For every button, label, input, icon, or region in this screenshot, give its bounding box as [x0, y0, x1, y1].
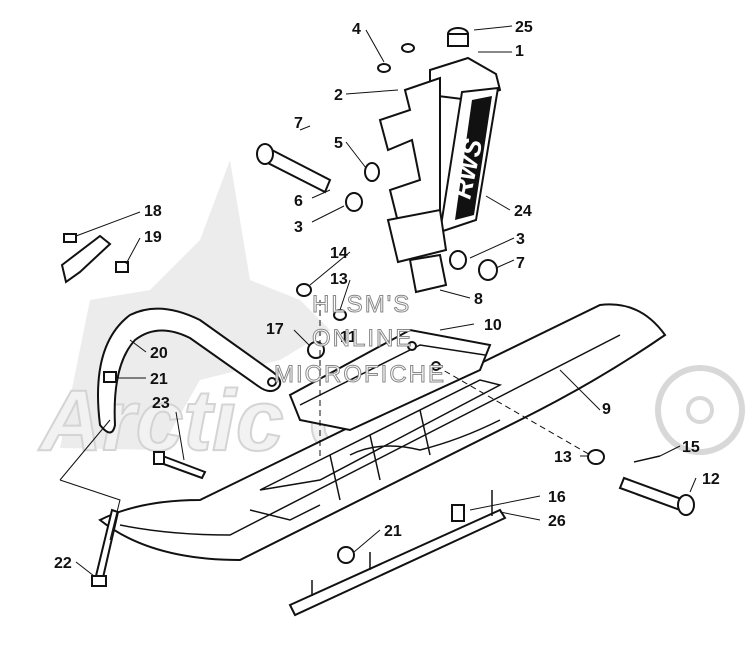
callout-20: 20	[150, 345, 168, 362]
callout-21b: 21	[384, 523, 402, 540]
watermark-line-2: ONLINE	[312, 325, 413, 352]
callout-25: 25	[515, 19, 533, 36]
watermark-line-3: MICROFICHE	[274, 361, 446, 388]
callout-10: 10	[484, 317, 502, 334]
callout-3: 3	[294, 219, 303, 236]
callout-7: 7	[294, 115, 303, 132]
callout-24: 24	[514, 203, 532, 220]
callout-23: 23	[152, 395, 170, 412]
callout-2: 2	[334, 87, 343, 104]
bracket	[60, 233, 129, 284]
callout-6: 6	[294, 193, 303, 210]
bolts	[91, 449, 695, 587]
callout-13: 13	[554, 449, 572, 466]
callout-5: 5	[334, 135, 343, 152]
callout-4: 4	[352, 21, 361, 38]
watermark-line-1: HLSM'S	[312, 291, 411, 318]
callout-21: 21	[150, 371, 168, 388]
callout-8: 8	[474, 291, 483, 308]
callout-18: 18	[144, 203, 162, 220]
ski-handle	[97, 307, 282, 434]
callout-7b: 7	[516, 255, 525, 272]
leader-lines	[59, 25, 697, 577]
callout-14: 14	[330, 245, 348, 262]
callout-22: 22	[54, 555, 72, 572]
callout-17: 17	[266, 321, 284, 338]
callout-16: 16	[548, 489, 566, 506]
callout-26: 26	[548, 513, 566, 530]
callout-9: 9	[602, 401, 611, 418]
spindle: RWS	[378, 27, 502, 264]
callout-19: 19	[144, 229, 162, 246]
callout-11: 11	[340, 329, 357, 346]
callout-3b: 3	[516, 231, 525, 248]
bushings	[256, 43, 498, 359]
wear-bar	[288, 490, 507, 617]
watermark-text: HLSM'S ONLINE MICROFICHE	[274, 291, 446, 389]
callout-13b: 13	[330, 271, 348, 288]
callout-15: 15	[682, 439, 700, 456]
callouts: 1 2 3 3 4 5 6 7 7 8 9 10 11 12 13 13 14 …	[54, 19, 720, 572]
callout-1: 1	[515, 43, 524, 60]
ski	[98, 303, 667, 562]
callout-12: 12	[702, 471, 720, 488]
